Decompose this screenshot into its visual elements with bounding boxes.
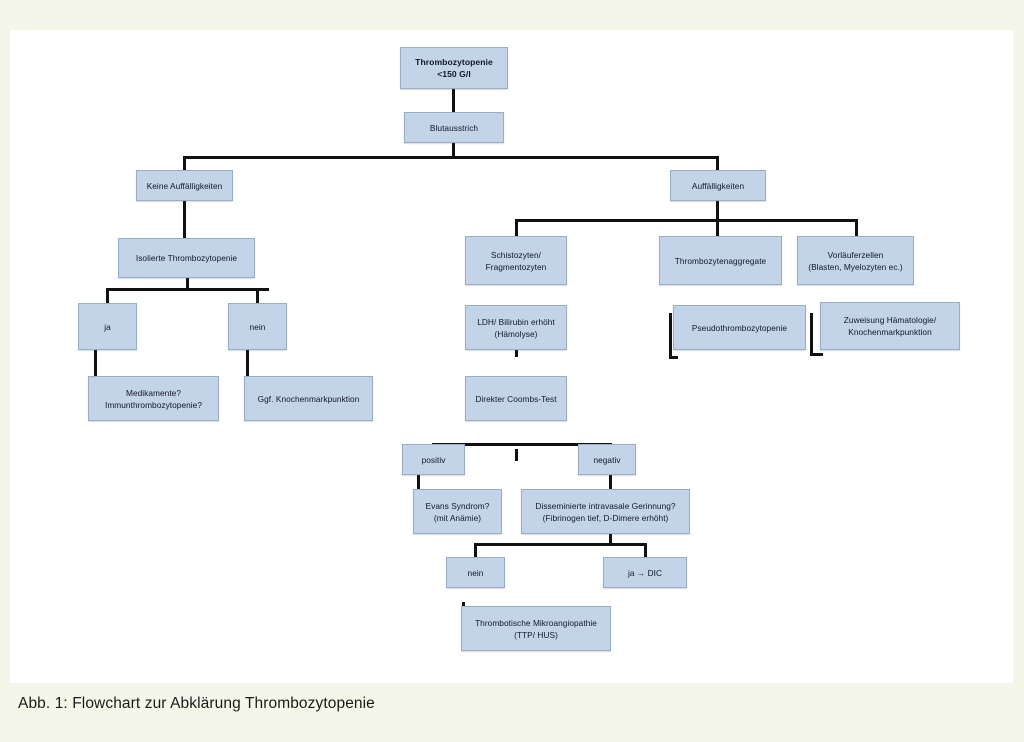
- node-zuweisung-haematologie[interactable]: Zuweisung Hämatologie/ Knochenmarkpunkti…: [820, 302, 960, 350]
- node-line: Thrombozytenaggregate: [674, 255, 767, 266]
- connector-n1-n2: [452, 89, 455, 125]
- node-line: Isolierte Thrombozytopenie: [135, 253, 238, 263]
- node-line: positiv: [421, 454, 446, 465]
- connector-n5-bar: [106, 288, 269, 291]
- node-line: Thrombozytopenie: [415, 57, 493, 67]
- node-thrombozytenaggregate[interactable]: Thrombozytenaggregate: [659, 236, 782, 285]
- node-line: Zuweisung Hämatologie/: [843, 315, 937, 325]
- connector-n4-bar: [515, 219, 856, 222]
- node-line: Fragmentozyten: [485, 261, 547, 272]
- node-line: Keine Auffälligkeiten: [146, 180, 223, 191]
- connector-bar-to-ja: [106, 288, 109, 304]
- node-line: Ggf. Knochenmarkpunktion: [257, 393, 360, 404]
- node-negativ[interactable]: negativ: [578, 444, 636, 475]
- node-nein-dic[interactable]: nein: [446, 557, 505, 588]
- node-medikamente-immunthrombozytopenie[interactable]: Medikamente? Immunthrombozytopenie?: [88, 376, 219, 421]
- flowchart-canvas: Thrombozytopenie <150 G/l Blutausstrich …: [10, 30, 1013, 683]
- node-evans-syndrom[interactable]: Evans Syndrom? (mit Anämie): [413, 489, 502, 534]
- figure-card: Thrombozytopenie <150 G/l Blutausstrich …: [10, 30, 1013, 683]
- node-line: LDH/ Bilirubin erhöht: [477, 316, 555, 327]
- connector-bar-to-vorlaeufer: [855, 219, 858, 237]
- connector-coombs-stem: [515, 449, 518, 461]
- node-auffaelligkeiten[interactable]: Auffälligkeiten: [670, 170, 766, 201]
- node-line: Blutausstrich: [429, 122, 479, 133]
- node-vorlaeuferzellen[interactable]: Vorläuferzellen (Blasten, Myelozyten ec.…: [797, 236, 914, 285]
- node-line: Medikamente?: [125, 387, 182, 398]
- node-disseminierte-intravasale-gerinnung[interactable]: Disseminierte intravasale Gerinnung? (Fi…: [521, 489, 690, 534]
- node-line: Disseminierte intravasale Gerinnung?: [535, 500, 676, 511]
- connector-bar-to-schisto: [515, 219, 518, 237]
- connector-bar-to-ja-dic: [644, 543, 647, 559]
- node-line: Pseudothrombozytopenie: [691, 322, 788, 333]
- node-direkter-coombs-test[interactable]: Direkter Coombs-Test: [465, 376, 567, 421]
- node-line: (TTP/ HUS): [514, 629, 558, 640]
- node-ldh-bilirubin-erhoeht[interactable]: LDH/ Bilirubin erhöht (Hämolyse): [465, 305, 567, 350]
- node-line: Schistozyten/: [491, 249, 541, 260]
- node-ja-dic[interactable]: ja → DIC: [603, 557, 687, 588]
- connector-bar-to-n4: [716, 156, 719, 173]
- node-isolierte-thrombozytopenie[interactable]: Isolierte Thrombozytopenie: [118, 238, 255, 278]
- connector-bar-to-aggregate: [716, 219, 719, 237]
- node-line: Auffälligkeiten: [691, 180, 745, 191]
- connector-n2-bar: [183, 156, 718, 159]
- node-line: (Fibrinogen tief, D-Dimere erhöht): [542, 512, 669, 523]
- connector-n5-stem: [186, 278, 189, 291]
- node-line: nein: [467, 567, 484, 578]
- connector-coombs-bar: [432, 443, 612, 446]
- connector-dicfrage-bar: [474, 543, 646, 546]
- connector-n4-stem: [716, 201, 719, 224]
- connector-ja-drop: [94, 348, 97, 399]
- node-line: Evans Syndrom?: [425, 500, 490, 511]
- connector-nein-drop: [246, 348, 249, 399]
- node-line: Knochenmarkpunktion: [848, 327, 932, 337]
- connector-aggregate-arm: [669, 356, 678, 359]
- node-thrombotische-mikroangiopathie[interactable]: Thrombotische Mikroangiopathie (TTP/ HUS…: [461, 606, 611, 651]
- node-blutausstrich[interactable]: Blutausstrich: [404, 112, 504, 143]
- connector-dicfrage-stem: [609, 532, 612, 545]
- node-line: (mit Anämie): [433, 512, 482, 523]
- node-ggf-knochenmarkpunktion[interactable]: Ggf. Knochenmarkpunktion: [244, 376, 373, 421]
- node-schistozyten-fragmentozyten[interactable]: Schistozyten/ Fragmentozyten: [465, 236, 567, 285]
- node-line: (Blasten, Myelozyten ec.): [808, 261, 903, 272]
- connector-negativ-dic: [609, 473, 612, 490]
- figure-caption: Abb. 1: Flowchart zur Abklärung Thromboz…: [18, 695, 375, 712]
- node-line: Direkter Coombs-Test: [475, 393, 557, 404]
- node-line: ja: [104, 321, 111, 332]
- connector-vorlaeufer-drop: [810, 313, 813, 356]
- node-pseudothrombozytopenie[interactable]: Pseudothrombozytopenie: [673, 305, 806, 350]
- connector-n2-stem: [452, 143, 455, 159]
- node-line: ja → DIC: [627, 567, 663, 578]
- node-line: Thrombotische Mikroangiopathie: [475, 617, 597, 628]
- node-thrombozytopenie[interactable]: Thrombozytopenie <150 G/l: [400, 47, 508, 89]
- connector-vorlaeufer-arm: [810, 353, 823, 356]
- node-ja[interactable]: ja: [78, 303, 137, 350]
- connector-aggregate-drop: [669, 313, 672, 359]
- node-line: nein: [249, 321, 266, 332]
- node-line: (Hämolyse): [494, 328, 538, 339]
- node-nein[interactable]: nein: [228, 303, 287, 350]
- connector-bar-to-n3: [183, 156, 186, 173]
- node-line: Vorläuferzellen: [827, 249, 884, 260]
- connector-n3-n5: [183, 201, 186, 239]
- node-positiv[interactable]: positiv: [402, 444, 465, 475]
- node-line: Immunthrombozytopenie?: [104, 399, 203, 410]
- node-keine-auffaelligkeiten[interactable]: Keine Auffälligkeiten: [136, 170, 233, 201]
- connector-bar-to-nein: [256, 288, 259, 304]
- connector-bar-to-nein2: [474, 543, 477, 559]
- node-line: <150 G/l: [437, 69, 471, 79]
- node-line: negativ: [593, 454, 621, 465]
